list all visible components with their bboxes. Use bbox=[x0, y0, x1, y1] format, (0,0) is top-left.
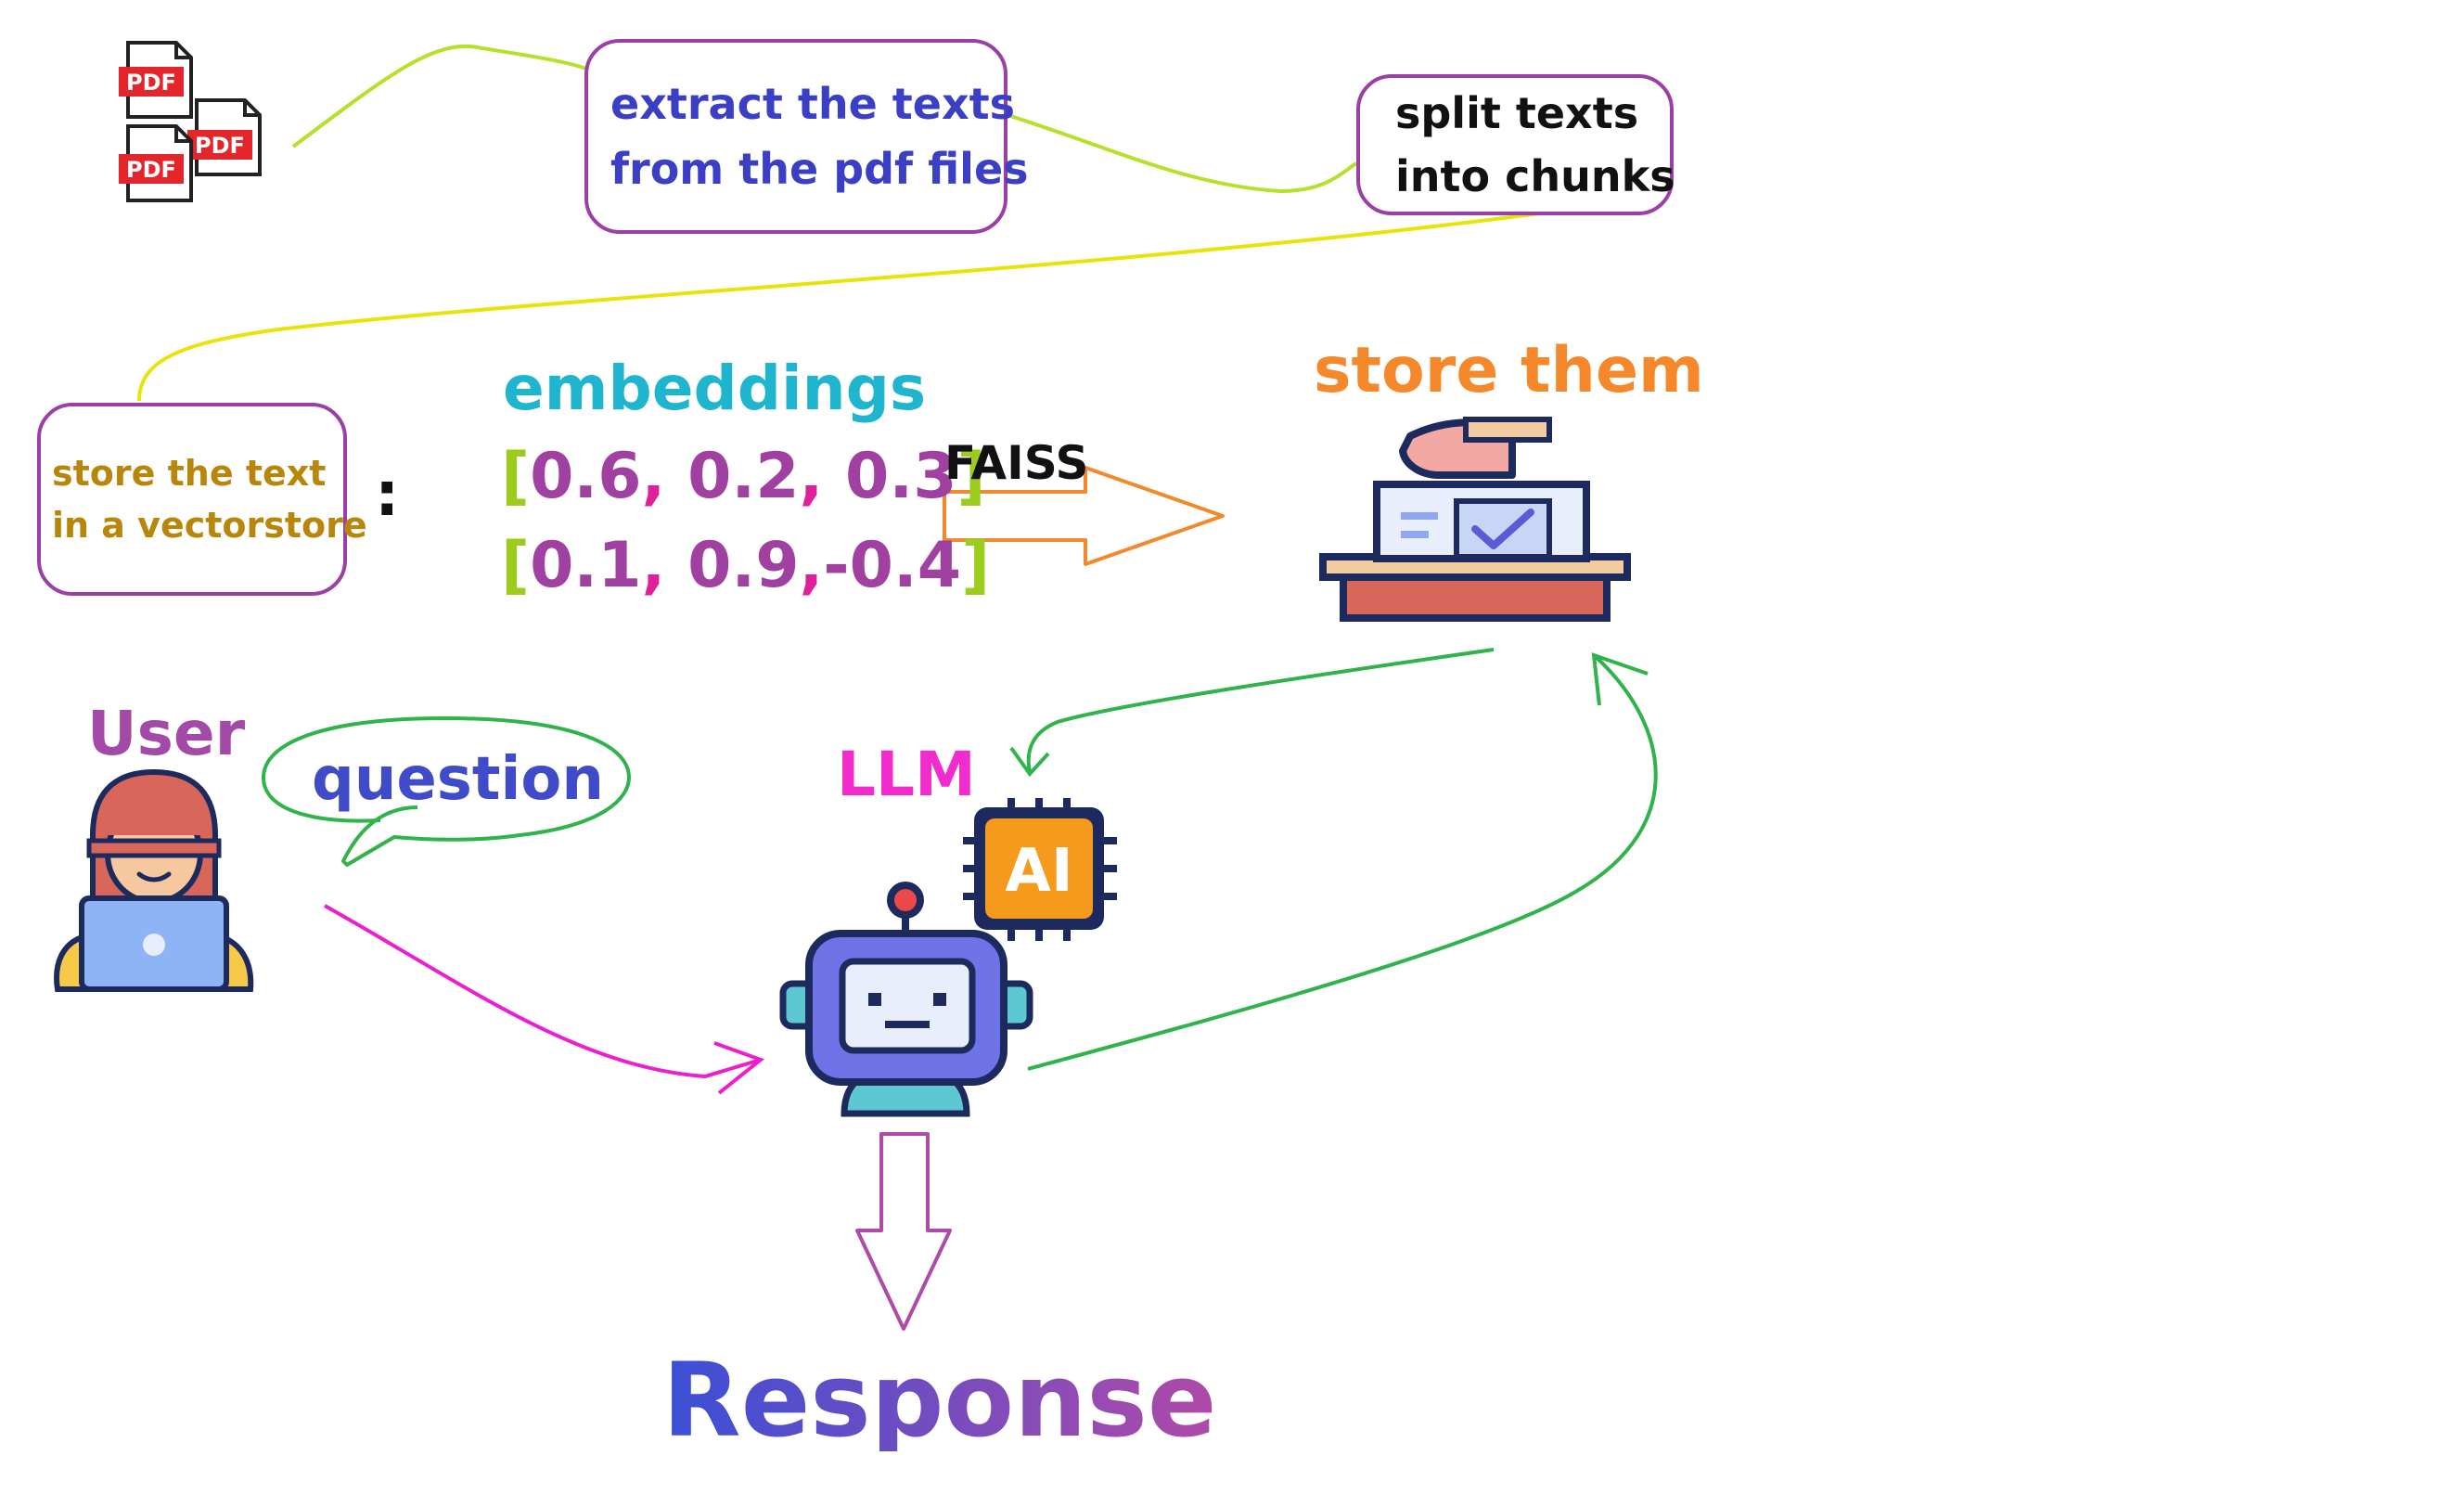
svg-text:PDF: PDF bbox=[126, 157, 176, 183]
vector-close-bracket: ] bbox=[956, 440, 986, 513]
extract-text-step-box: extract the texts from the pdf files bbox=[584, 39, 1029, 234]
pdf-file-icon-3: PDF bbox=[119, 124, 193, 202]
split-step-line-2: into chunks bbox=[1395, 151, 1675, 201]
extract-step-line-1: extract the texts bbox=[610, 79, 1016, 129]
vector-value: 0.2 bbox=[687, 440, 800, 513]
vector-close-bracket: ] bbox=[961, 529, 991, 602]
user-label: User bbox=[87, 698, 246, 769]
store-them-label: store them bbox=[1314, 334, 1704, 407]
vector-comma: , bbox=[799, 440, 846, 513]
svg-text:PDF: PDF bbox=[126, 70, 176, 96]
user-to-llm-arrowhead bbox=[713, 1041, 765, 1095]
vector-open-bracket: [ bbox=[501, 440, 531, 513]
robot-icon bbox=[779, 882, 1033, 1117]
pdf-file-icon-2: PDF bbox=[187, 98, 262, 176]
vectorstore-step-box: store the text in a vectorstore bbox=[37, 403, 367, 596]
llm-to-store-connector bbox=[1027, 653, 1658, 1071]
store-step-line-2: in a vectorstore bbox=[52, 505, 367, 546]
embedding-vector-1: [0.6, 0.2, 0.3] bbox=[501, 445, 986, 509]
vector-value: 0.1 bbox=[530, 529, 642, 602]
llm-label: LLM bbox=[837, 739, 976, 810]
pdf-file-icon-1: PDF bbox=[119, 41, 193, 119]
response-arrow bbox=[855, 1132, 952, 1331]
svg-text:PDF: PDF bbox=[195, 133, 245, 159]
separator-colon: : bbox=[375, 458, 400, 530]
vector-value: 0.9 bbox=[687, 529, 800, 602]
embeddings-title: embeddings bbox=[503, 353, 927, 424]
store-step-line-1: store the text bbox=[52, 453, 327, 494]
vector-open-bracket: [ bbox=[501, 529, 531, 602]
vector-comma: , bbox=[641, 440, 688, 513]
ballot-box-icon bbox=[1319, 417, 1631, 622]
response-label: Response bbox=[662, 1341, 1217, 1460]
store-to-llm-arrowhead bbox=[1009, 746, 1050, 778]
store-to-llm-connector bbox=[1026, 648, 1495, 773]
llm-to-store-arrowhead bbox=[1591, 652, 1649, 706]
split-chunks-step-box: split texts into chunks bbox=[1356, 74, 1675, 215]
vector-value: -0.4 bbox=[823, 529, 962, 602]
faiss-label: FAISS bbox=[944, 436, 1089, 490]
faiss-arrow bbox=[943, 466, 1225, 566]
split-to-store-connector bbox=[137, 212, 1541, 402]
user-to-llm-connector bbox=[324, 904, 762, 1079]
vector-comma: , bbox=[641, 529, 688, 602]
question-label: question bbox=[312, 745, 604, 814]
user-laptop-icon bbox=[54, 768, 254, 992]
split-step-line-1: split texts bbox=[1395, 88, 1639, 138]
question-bubble bbox=[262, 716, 631, 867]
vector-value: 0.6 bbox=[530, 440, 642, 513]
ai-chip-icon: AI bbox=[963, 798, 1117, 941]
pdf-to-extract-connector bbox=[291, 44, 587, 148]
embedding-vector-2: [0.1, 0.9,-0.4] bbox=[501, 535, 990, 598]
svg-text:AI: AI bbox=[1005, 837, 1072, 906]
extract-to-split-connector bbox=[1007, 113, 1358, 194]
extract-step-line-2: from the pdf files bbox=[610, 144, 1029, 194]
vector-value: 0.3 bbox=[845, 440, 957, 513]
vector-comma: , bbox=[799, 529, 824, 602]
